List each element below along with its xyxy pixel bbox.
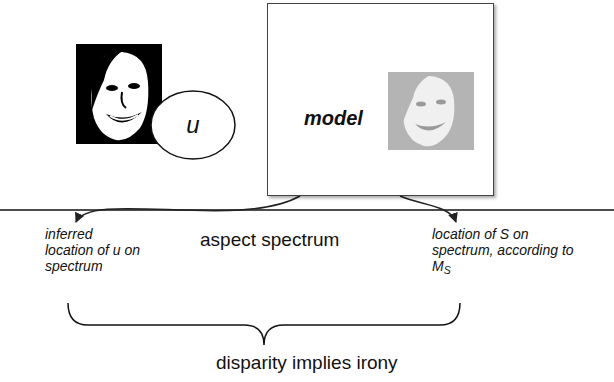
faded-face: [388, 72, 474, 150]
box-title: model: [304, 107, 363, 130]
speech-text: u: [186, 111, 199, 139]
text-label: location of S on spectrum, according to …: [432, 226, 574, 274]
subscript-label: S: [444, 264, 451, 276]
text-label: disparity implies irony: [216, 352, 398, 373]
face-portrait: [76, 44, 162, 144]
text-label: aspect spectrum: [200, 229, 339, 250]
curly-brace: [68, 303, 460, 345]
text-label: inferred location of u on spectrum: [45, 226, 140, 274]
label-block: location of S on spectrum, according to …: [432, 226, 574, 274]
label-block: aspect spectrum: [200, 229, 339, 251]
label-block: disparity implies irony: [216, 352, 398, 374]
leader-arrow: [76, 196, 300, 222]
spectrum-axis: [0, 209, 614, 211]
label-block: inferred location of u on spectrum: [45, 226, 141, 274]
speech-bubble: u: [150, 90, 236, 160]
model-box: model: [267, 3, 494, 196]
leader-arrow: [400, 196, 456, 222]
